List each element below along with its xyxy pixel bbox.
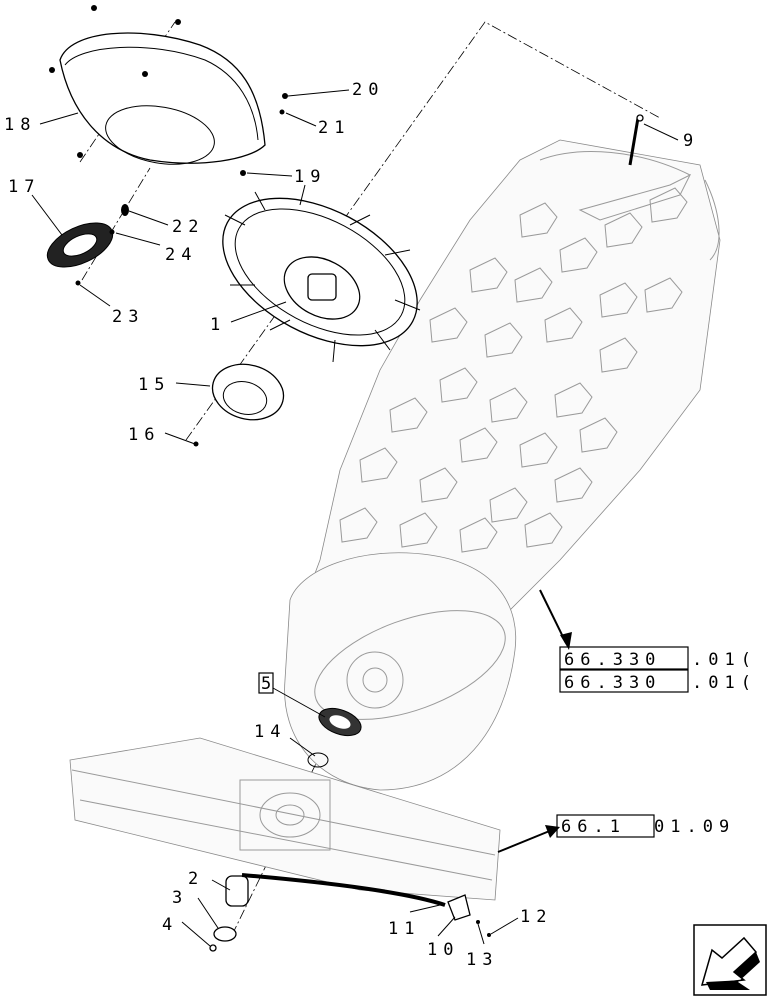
part-10-bracket bbox=[447, 894, 471, 921]
callout-16: 16 bbox=[128, 425, 160, 445]
callout-9: 9 bbox=[683, 131, 699, 151]
ref-3-tail-text: 01.09 bbox=[654, 817, 735, 837]
callout-23: 23 bbox=[112, 307, 144, 327]
callout-5-box bbox=[258, 672, 274, 694]
part-1-rotor-end-plate bbox=[222, 184, 421, 363]
callout-17: 17 bbox=[8, 177, 40, 197]
callout-labels: 20 21 19 18 17 22 24 23 1 15 16 9 5 14 2… bbox=[4, 80, 699, 970]
callout-21: 21 bbox=[318, 118, 350, 138]
callout-12: 12 bbox=[520, 907, 552, 927]
part-14-o-ring bbox=[307, 752, 329, 768]
callout-2: 2 bbox=[188, 869, 204, 889]
part-3-washer bbox=[213, 926, 237, 942]
callout-22: 22 bbox=[172, 217, 204, 237]
rotor-tines bbox=[339, 187, 688, 553]
part-18-dome-cover bbox=[59, 32, 266, 165]
leader-lines bbox=[31, 89, 679, 947]
small-fasteners bbox=[49, 5, 491, 937]
callout-24: 24 bbox=[165, 245, 197, 265]
ref-1-box-text[interactable]: 66.330 bbox=[564, 650, 661, 670]
callout-10: 10 bbox=[427, 940, 459, 960]
callout-13: 13 bbox=[466, 950, 498, 970]
callout-20: 20 bbox=[352, 80, 384, 100]
previous-page-arrow-icon[interactable] bbox=[693, 924, 767, 996]
callout-1: 1 bbox=[210, 315, 226, 335]
part-17-gear bbox=[46, 222, 114, 268]
lower-channel bbox=[69, 737, 501, 901]
ref-3-box-text[interactable]: 66.1 bbox=[561, 817, 626, 837]
callout-15: 15 bbox=[138, 375, 170, 395]
ref-2-tail-text: .01( bbox=[692, 673, 757, 693]
part-15-bearing-flange bbox=[211, 363, 285, 421]
callout-19: 19 bbox=[294, 167, 326, 187]
part-4-bolt bbox=[209, 944, 217, 952]
callout-4: 4 bbox=[162, 915, 178, 935]
ref-2-box-text[interactable]: 66.330 bbox=[564, 673, 661, 693]
part-2-bushing bbox=[225, 875, 249, 907]
cross-references: 66.330 .01( 66.330 .01( 66.1 01.09 bbox=[556, 646, 757, 838]
callout-3: 3 bbox=[172, 888, 188, 908]
ref-1-tail-text: .01( bbox=[692, 650, 757, 670]
reference-arrows bbox=[497, 589, 572, 853]
callout-18: 18 bbox=[4, 115, 36, 135]
callout-14: 14 bbox=[254, 722, 286, 742]
part-9-bolt bbox=[628, 114, 644, 166]
part-11-rod bbox=[241, 873, 446, 907]
callout-11: 11 bbox=[388, 919, 420, 939]
part-5-seal bbox=[318, 707, 362, 737]
callout-5: 5 bbox=[261, 674, 277, 694]
